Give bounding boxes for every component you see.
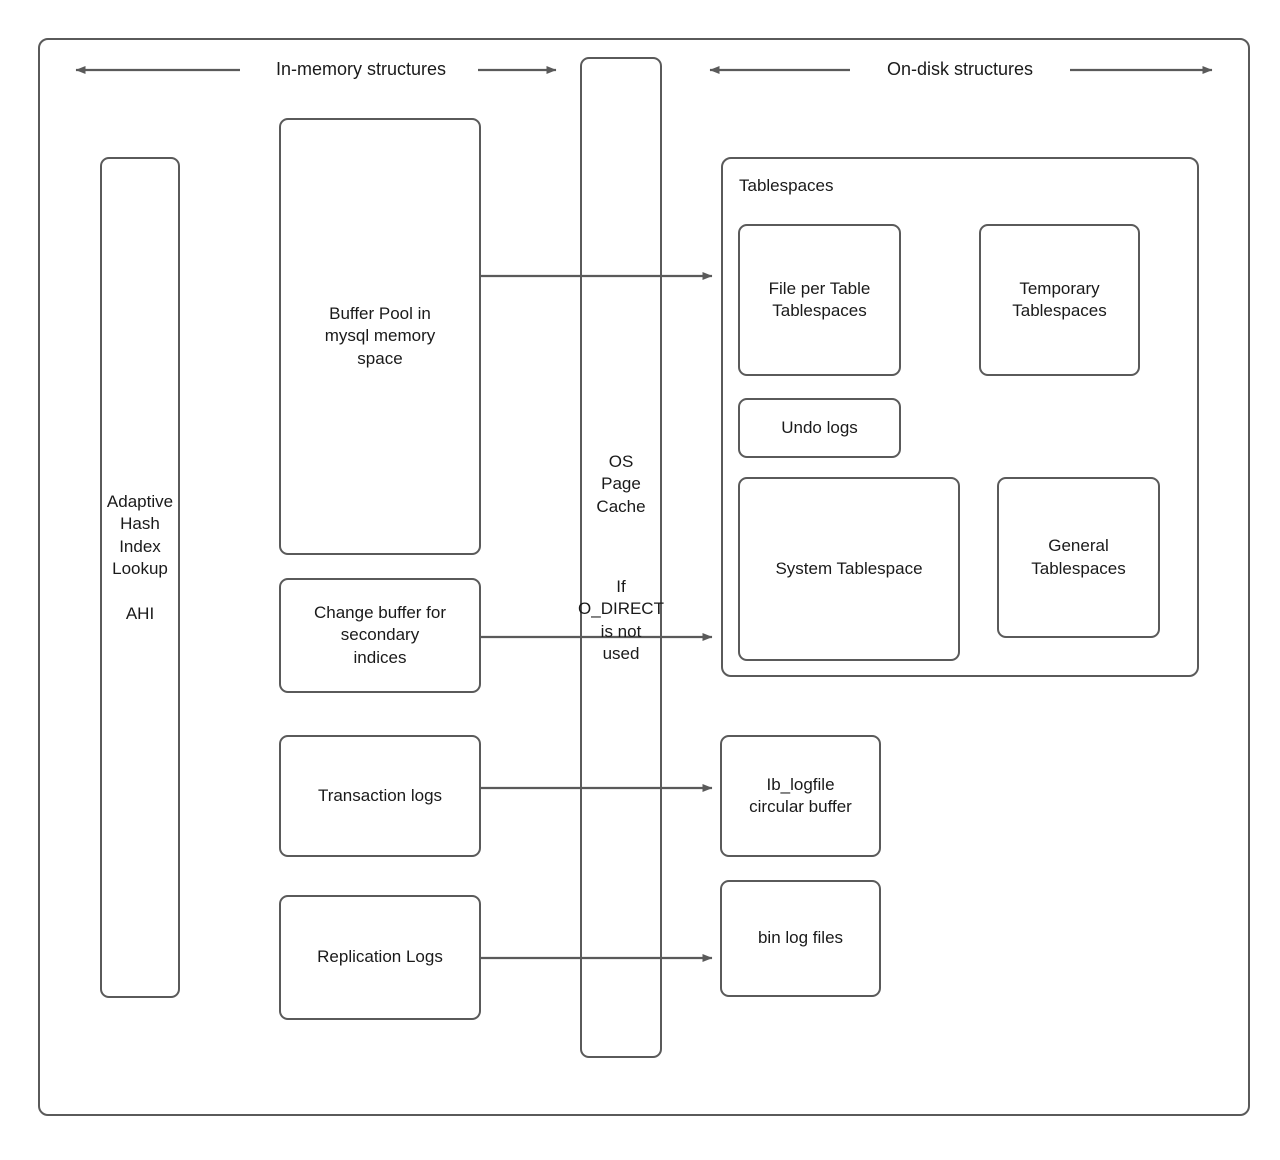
ib-logfile-box[interactable]: Ib_logfile circular buffer bbox=[720, 735, 881, 857]
bin-log-files-box[interactable]: bin log files bbox=[720, 880, 881, 997]
tablespaces-title-label: Tablespaces bbox=[739, 176, 834, 195]
temporary-tablespaces-box[interactable]: Temporary Tablespaces bbox=[979, 224, 1140, 376]
change-buffer-box[interactable]: Change buffer for secondary indices bbox=[279, 578, 481, 693]
transaction-logs-box[interactable]: Transaction logs bbox=[279, 735, 481, 857]
outer-frame bbox=[38, 38, 1250, 1116]
general-tablespaces-box[interactable]: General Tablespaces bbox=[997, 477, 1160, 638]
buffer-pool-box[interactable]: Buffer Pool in mysql memory space bbox=[279, 118, 481, 555]
system-tablespace-box[interactable]: System Tablespace bbox=[738, 477, 960, 661]
tablespaces-container bbox=[721, 157, 1199, 677]
file-per-table-tablespaces-box[interactable]: File per Table Tablespaces bbox=[738, 224, 901, 376]
in-memory-structures-label: In-memory structures bbox=[275, 59, 447, 79]
os-page-cache-box[interactable] bbox=[580, 57, 662, 1058]
on-disk-structures-label: On-disk structures bbox=[886, 59, 1034, 79]
replication-logs-box[interactable]: Replication Logs bbox=[279, 895, 481, 1020]
adaptive-hash-index-box[interactable] bbox=[100, 157, 180, 998]
undo-logs-box[interactable]: Undo logs bbox=[738, 398, 901, 458]
